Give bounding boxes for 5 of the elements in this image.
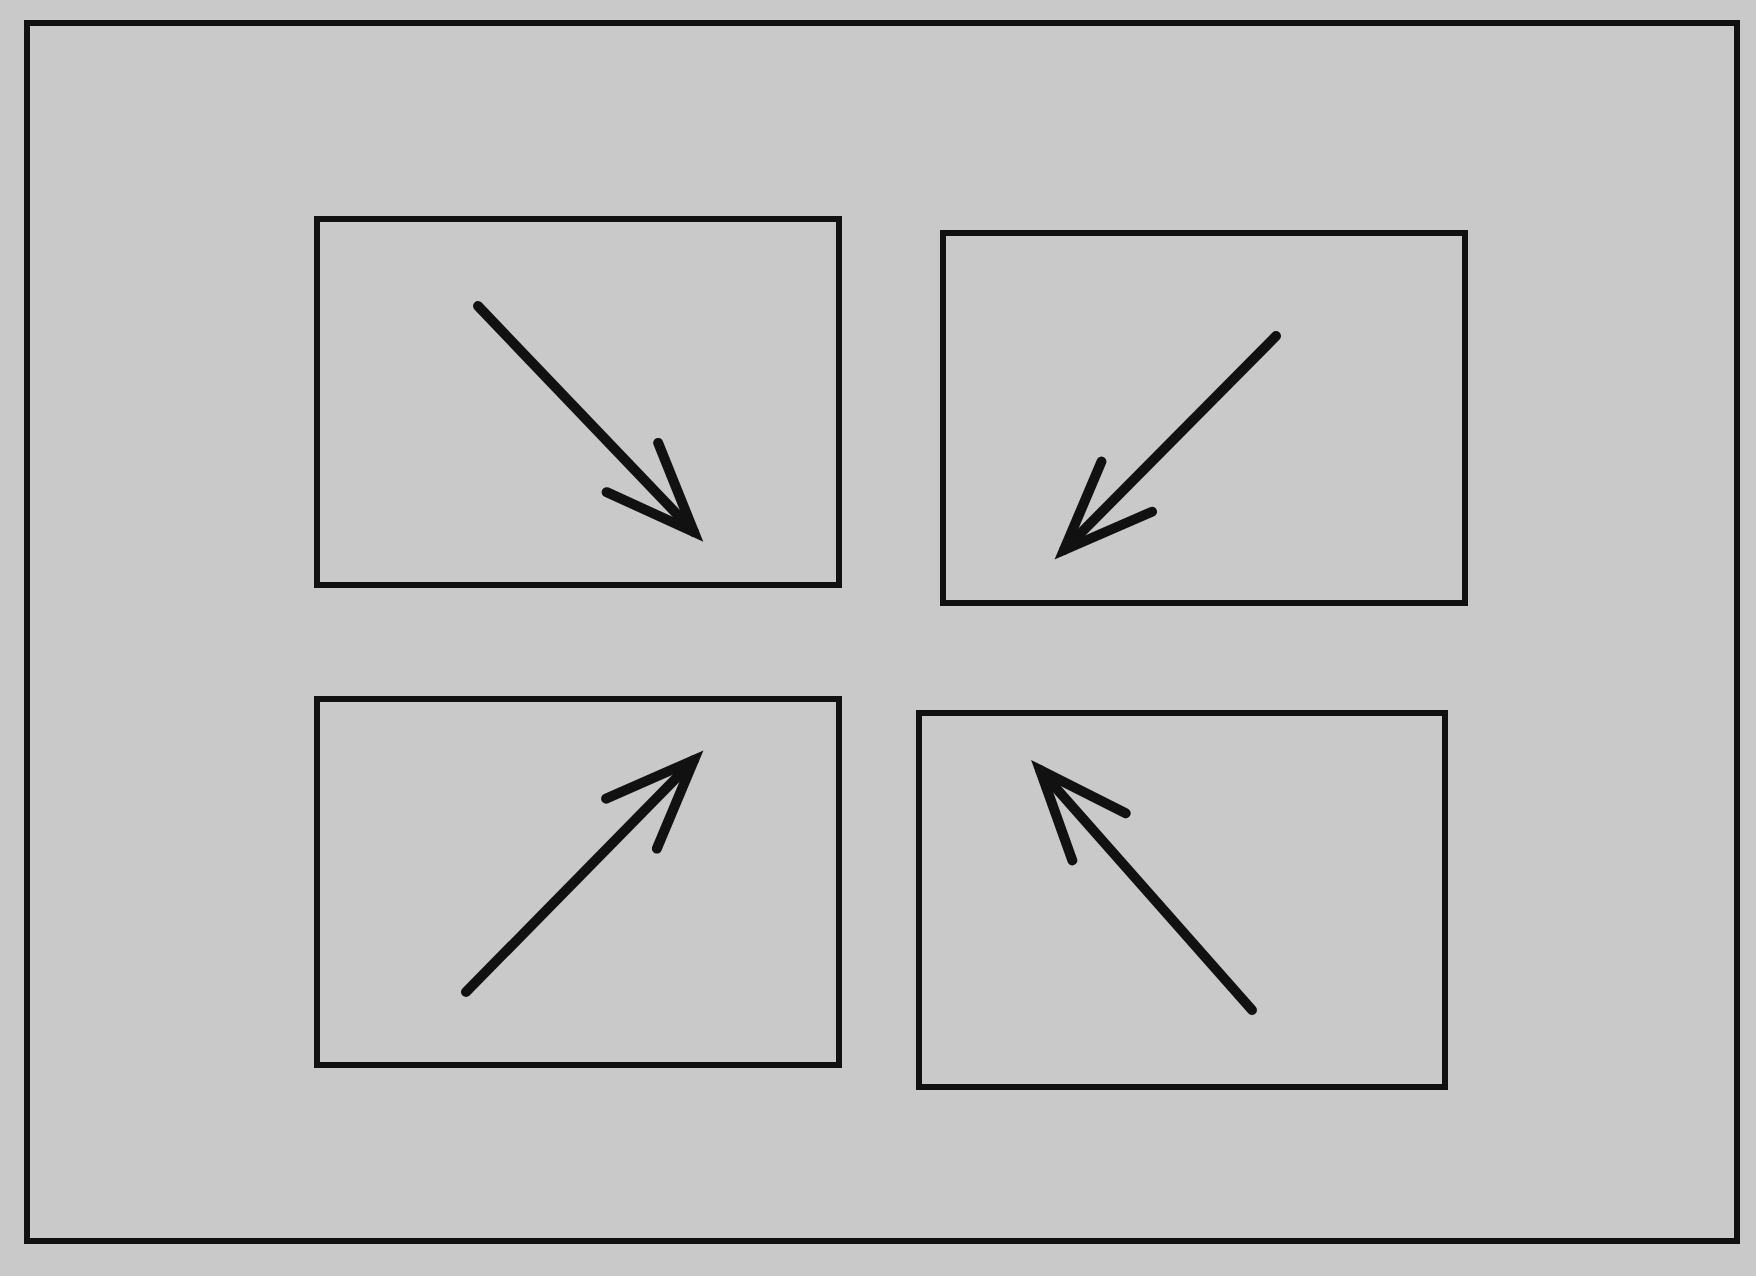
panel-box bbox=[314, 696, 842, 1068]
panel-box bbox=[314, 216, 842, 588]
panel-box bbox=[916, 710, 1448, 1090]
panel-box bbox=[940, 230, 1468, 606]
panel-box bbox=[24, 20, 1740, 1244]
